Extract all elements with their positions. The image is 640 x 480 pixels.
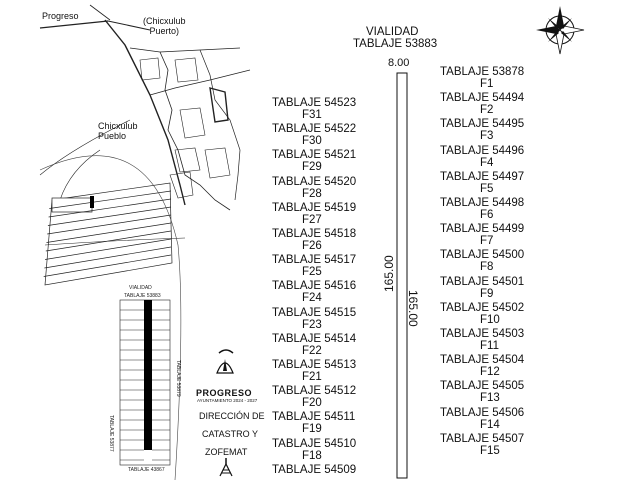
right-lot-lot: F10 (480, 313, 500, 326)
right-lot-tablaje: TABLAJE 54507 (440, 432, 525, 445)
left-lot-tablaje: TABLAJE 54511 (272, 411, 356, 424)
left-lot-tablaje: TABLAJE 54513 (272, 359, 357, 371)
road-tablaje: TABLAJE 53883 (353, 38, 438, 50)
office-line3: ZOFEMAT (205, 447, 248, 457)
logo-subtitle: AYUNTAMIENTO 2024 - 2027 (197, 398, 258, 403)
right-lot-lot: F8 (480, 261, 494, 274)
left-lot-tablaje: TABLAJE 54515 (272, 306, 357, 319)
locator-map (39, 4, 251, 246)
office-line2: CATASTRO Y (202, 429, 259, 439)
lot-field (43, 182, 173, 286)
mini-plan-right: TABLAJE 53879 (175, 360, 181, 397)
left-lot-lot: F26 (302, 240, 322, 252)
right-lot-tablaje: TABLAJE 54494 (440, 92, 525, 105)
right-lot-lot: F9 (480, 287, 494, 300)
left-lot-tablaje: TABLAJE 54520 (272, 175, 357, 188)
left-lot-lot: F25 (302, 266, 322, 279)
left-lot-lot: F27 (302, 213, 322, 226)
left-lot-tablaje: TABLAJE 54512 (272, 385, 357, 398)
left-lot-lot: F29 (302, 161, 322, 174)
lighthouse-icon (216, 349, 234, 374)
left-lot-lot: F30 (302, 135, 322, 148)
left-lot-tablaje: TABLAJE 54516 (272, 280, 357, 293)
right-lot-tablaje: TABLAJE 54501 (440, 275, 525, 288)
left-lot-tablaje: TABLAJE 54510 (272, 437, 357, 450)
mini-plan-title: VIALIDAD (129, 285, 152, 291)
parcel-marker (90, 196, 94, 208)
mini-plan-road (144, 300, 152, 450)
right-lot-tablaje: TABLAJE 54505 (440, 380, 525, 393)
left-lot-tablaje: TABLAJE 54509 (272, 463, 357, 476)
left-lot-lot: F31 (302, 109, 322, 121)
left-lot-tablaje: TABLAJE 54518 (272, 228, 357, 240)
right-lot-lot: F2 (480, 104, 494, 117)
lot-field-line (47, 206, 172, 226)
right-lot-lot: F14 (480, 418, 500, 431)
lot-field-line (47, 214, 172, 235)
right-lot-tablaje: TABLAJE 54495 (440, 118, 525, 131)
lot-field-line (49, 190, 172, 209)
mini-plan-bottom: TABLAJE 43867 (128, 467, 165, 473)
right-lot-tablaje: TABLAJE 54499 (440, 223, 525, 236)
right-lot-tablaje: TABLAJE 54502 (440, 301, 525, 314)
place-chicxulub-pueblo: Chicxulub Pueblo (98, 121, 138, 141)
lot-field-line (48, 198, 172, 218)
left-lot-tablaje: TABLAJE 54522 (272, 123, 357, 136)
road-title: VIALIDAD (366, 26, 419, 38)
place-chicxulub-puerto: (Chicxulub Puerto) (143, 16, 186, 36)
right-lot-tablaje: TABLAJE 54496 (440, 144, 525, 157)
left-lot-tablaje: TABLAJE 54519 (272, 201, 357, 214)
left-lot-lot: F20 (302, 397, 322, 410)
left-lot-tablaje: TABLAJE 54517 (272, 254, 357, 267)
right-lot-lot: F3 (480, 130, 494, 143)
road-length-right: 165.00 (406, 290, 420, 327)
right-lot-lot: F4 (480, 156, 494, 169)
lot-field-line (44, 246, 172, 269)
right-lot-tablaje: TABLAJE 54503 (440, 328, 525, 340)
left-lot-lot: F22 (302, 344, 322, 357)
right-lot-lot: F1 (480, 78, 494, 90)
right-lot-lot: F12 (480, 366, 500, 379)
left-lot-lot: F23 (302, 318, 322, 331)
place-progreso: Progreso (42, 11, 79, 21)
compass-rose-icon (536, 6, 585, 55)
road-length-left: 165.00 (382, 255, 396, 292)
left-lot-lot: F21 (302, 371, 322, 383)
lot-field-line (45, 238, 172, 260)
right-lot-lot: F11 (480, 340, 499, 352)
scope-arc (39, 155, 182, 480)
right-lot-lot: F13 (480, 392, 500, 405)
lighthouse-small-icon (219, 458, 233, 477)
left-lot-lot: F24 (302, 292, 322, 305)
logo-name: PROGRESO (196, 388, 253, 398)
right-lot-lot: F15 (480, 444, 500, 457)
left-lot-tablaje: TABLAJE 54521 (272, 149, 357, 162)
left-lot-tablaje: TABLAJE 54514 (272, 332, 357, 345)
right-lot-lot: F6 (480, 209, 494, 221)
left-lot-lot: F28 (302, 187, 322, 200)
right-lot-lot: F5 (480, 182, 494, 195)
left-lot-tablaje: TABLAJE 54523 (272, 97, 357, 109)
lot-field-line (45, 230, 172, 252)
right-lot-tablaje: TABLAJE 54498 (440, 197, 525, 209)
right-lot-tablaje: TABLAJE 54506 (440, 406, 525, 419)
road-width: 8.00 (388, 57, 410, 69)
lot-field-line (43, 254, 172, 277)
right-lot-tablaje: TABLAJE 53878 (440, 66, 525, 78)
main-road (396, 72, 408, 479)
mini-plan-top: TABLAJE 53883 (124, 293, 161, 299)
right-lot-tablaje: TABLAJE 54497 (440, 170, 525, 183)
right-lot-tablaje: TABLAJE 54500 (440, 249, 525, 262)
lot-field-line (46, 222, 172, 243)
office-line1: DIRECCIÓN DE (199, 411, 265, 421)
right-lot-tablaje: TABLAJE 54504 (440, 354, 525, 367)
mini-plan-left: TABLAJE 53877 (108, 415, 114, 452)
left-lot-lot: F18 (302, 449, 322, 462)
left-lot-lot: F19 (302, 423, 322, 436)
mini-plan-lot-lines (120, 309, 170, 461)
right-lot-lot: F7 (480, 235, 494, 248)
